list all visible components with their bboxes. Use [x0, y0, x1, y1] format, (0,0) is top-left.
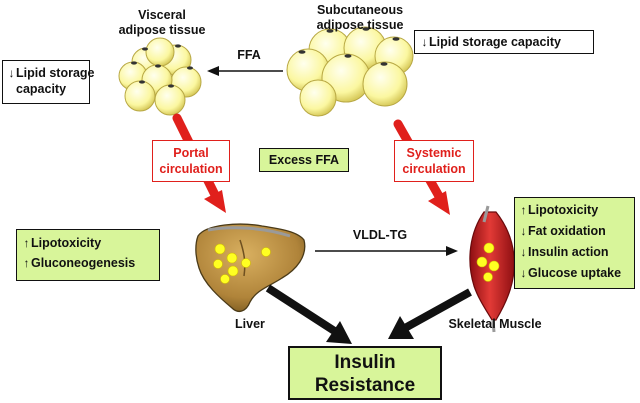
- muscle-to-resistance-arrow: [388, 288, 472, 339]
- visceral-label: Visceral adipose tissue: [118, 8, 206, 37]
- insulin-resistance-box: Insulin Resistance: [288, 346, 442, 400]
- muscle-effect-3: ↓Insulin action: [519, 244, 630, 260]
- muscle-effects-box: ↑Lipotoxicity ↓Fat oxidation ↓Insulin ac…: [514, 197, 635, 289]
- skeletal-muscle-label: Skeletal Muscle: [448, 317, 542, 331]
- muscle-effect-1: ↑Lipotoxicity: [519, 202, 630, 218]
- muscle-effect-2: ↓Fat oxidation: [519, 223, 630, 239]
- muscle-effect-text-2: Fat oxidation: [528, 224, 606, 238]
- systemic-circulation-box: Systemic circulation: [394, 140, 474, 182]
- lipid-left-row-1: ↓Lipid storage: [7, 65, 95, 81]
- liver-label: Liver: [235, 317, 265, 331]
- lipid-right-text: Lipid storage capacity: [429, 35, 561, 49]
- up-arrow-icon: ↑: [23, 256, 30, 270]
- portal-circulation-box: Portal circulation: [152, 140, 230, 182]
- vldl-arrow: [315, 246, 458, 256]
- down-arrow-icon: ↓: [520, 245, 527, 259]
- excess-ffa-box: Excess FFA: [259, 148, 349, 172]
- ffa-label: FFA: [237, 48, 261, 62]
- ffa-arrow: [207, 66, 283, 76]
- down-arrow-icon: ↓: [421, 35, 428, 49]
- liver-effect-text-2: Gluconeogenesis: [31, 256, 136, 270]
- subcutaneous-label: Subcutaneous adipose tissue: [316, 3, 404, 32]
- liver-icon: [195, 223, 306, 313]
- muscle-effect-text-1: Lipotoxicity: [528, 203, 599, 217]
- lipid-right-row: ↓Lipid storage capacity: [420, 34, 588, 50]
- skeletal-muscle-icon: [469, 205, 515, 333]
- visceral-fat-cells-icon: [118, 37, 202, 116]
- lipid-storage-left-box: ↓Lipid storage capacity: [2, 60, 95, 104]
- down-arrow-icon: ↓: [8, 66, 15, 80]
- lipid-storage-right-box: ↓Lipid storage capacity: [414, 30, 594, 54]
- liver-effect-2: ↑Gluconeogenesis: [22, 255, 154, 271]
- vldl-label: VLDL-TG: [352, 228, 408, 242]
- muscle-effect-text-3: Insulin action: [528, 245, 609, 259]
- lipid-left-row-2: capacity: [7, 81, 85, 97]
- liver-effect-text-1: Lipotoxicity: [31, 236, 102, 250]
- up-arrow-icon: ↑: [520, 203, 527, 217]
- muscle-effect-4: ↓Glucose uptake: [519, 265, 630, 281]
- liver-effects-box: ↑Lipotoxicity ↑Gluconeogenesis: [16, 229, 160, 281]
- down-arrow-icon: ↓: [520, 224, 527, 238]
- liver-to-resistance-arrow: [265, 284, 352, 344]
- liver-effect-1: ↑Lipotoxicity: [22, 235, 154, 251]
- down-arrow-icon: ↓: [520, 266, 527, 280]
- up-arrow-icon: ↑: [23, 236, 30, 250]
- lipid-left-text-2: capacity: [16, 82, 67, 96]
- muscle-effect-text-4: Glucose uptake: [528, 266, 622, 280]
- lipid-left-text-1: Lipid storage: [16, 66, 95, 80]
- subcutaneous-fat-cells-icon: [286, 26, 414, 117]
